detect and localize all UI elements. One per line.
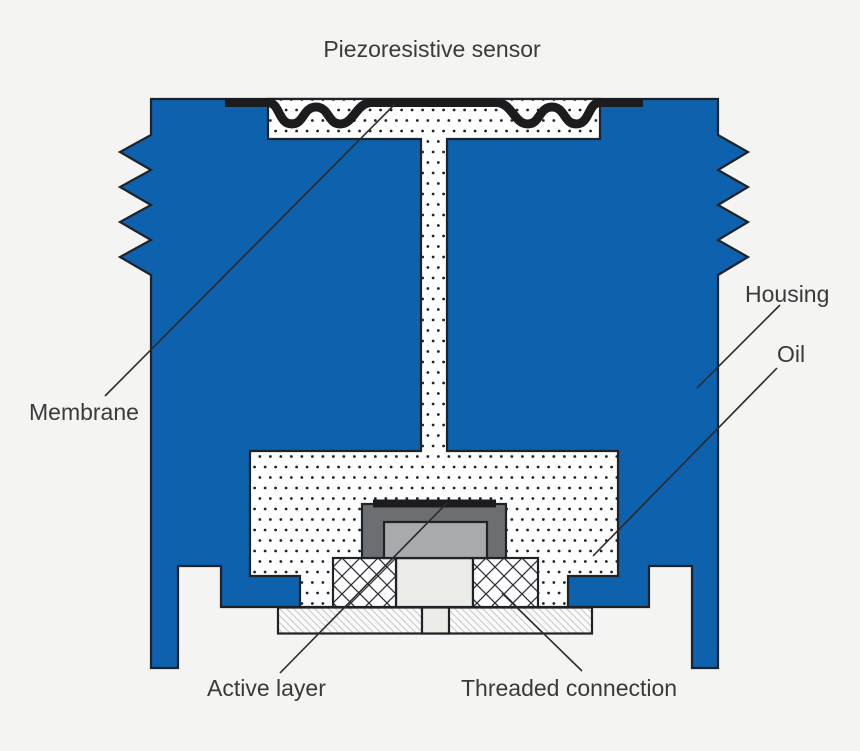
leader-line-active-layer (279, 502, 448, 674)
label-piezoresistive-sensor: Piezoresistive sensor (323, 36, 541, 62)
base-plate-port (420, 606, 451, 635)
label-membrane: Membrane (29, 399, 139, 425)
active-layer-strip (373, 499, 496, 508)
label-oil: Oil (777, 341, 805, 367)
membrane-corrugated-line (225, 98, 643, 129)
label-threaded-connection: Threaded connection (461, 675, 677, 701)
sensor-stem (394, 556, 475, 609)
sensor-chip-inner (382, 520, 489, 560)
leader-line-membrane (104, 103, 396, 397)
leader-line-housing (696, 304, 781, 389)
label-active-layer: Active layer (207, 675, 326, 701)
thread-block-right (471, 556, 540, 609)
label-housing: Housing (745, 281, 829, 307)
leader-line-threaded-connection (501, 592, 583, 672)
leader-line-oil (592, 367, 778, 557)
